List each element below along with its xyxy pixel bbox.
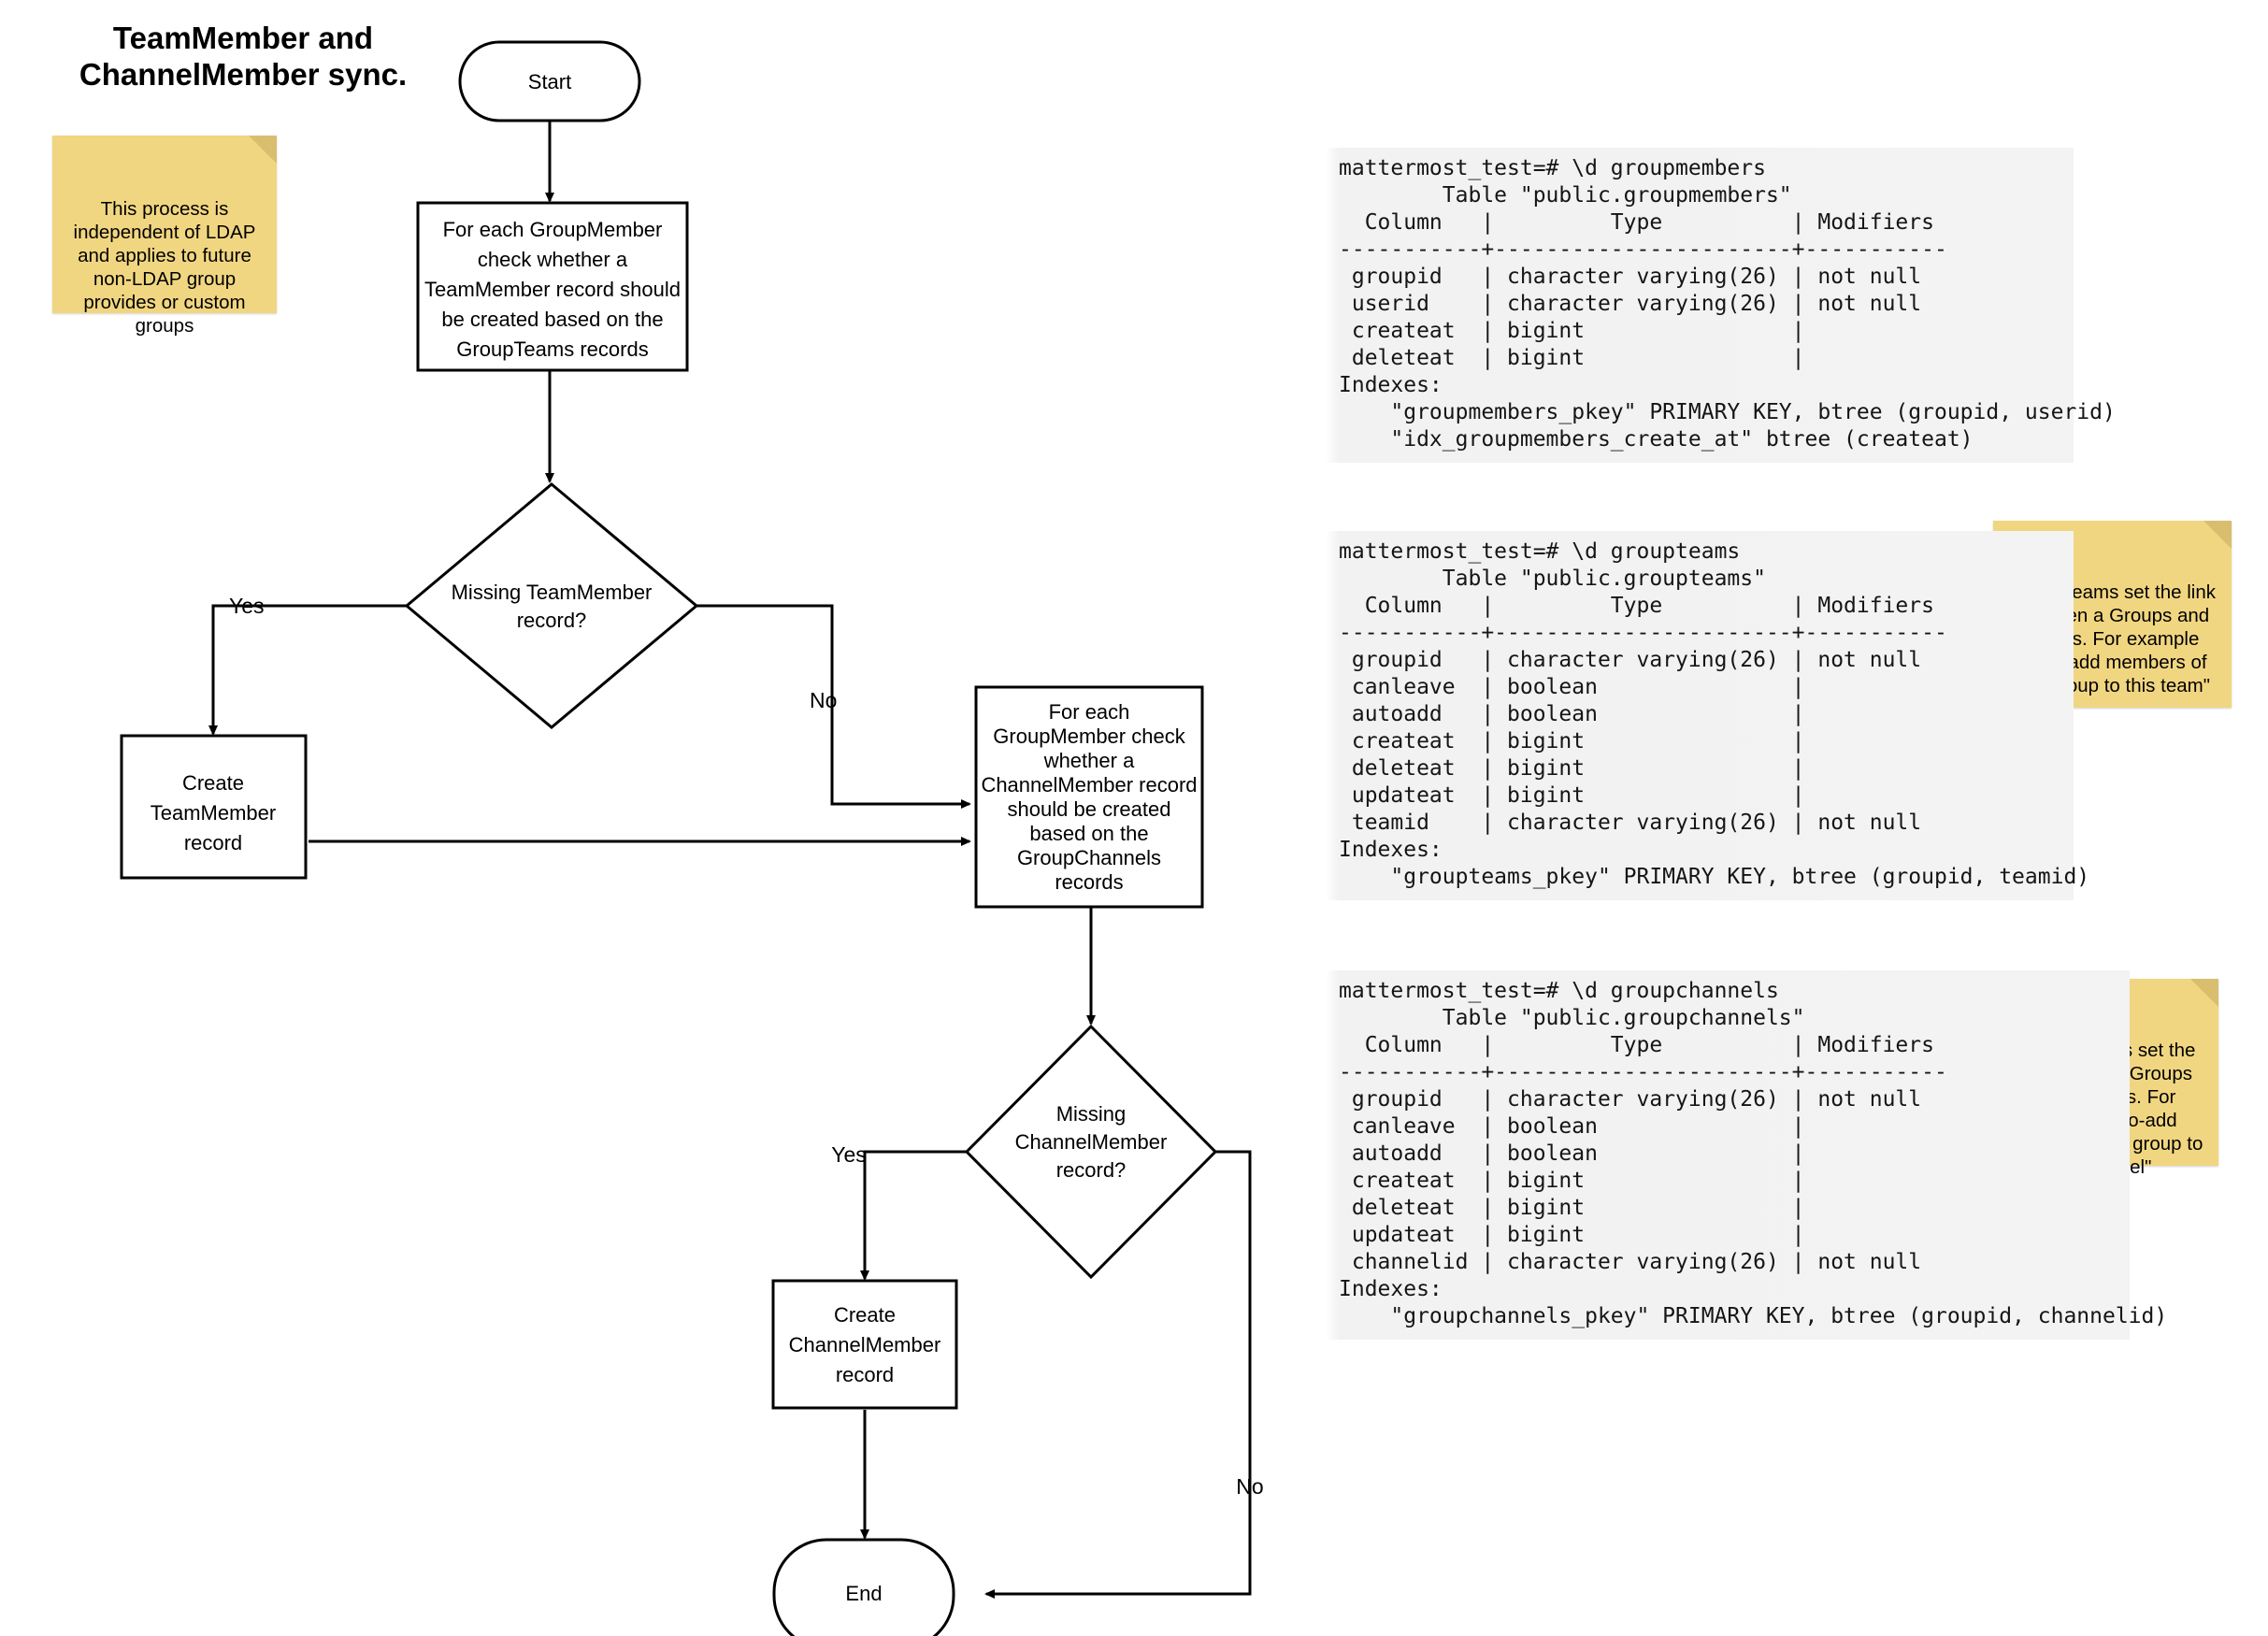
flowchart: Start For each GroupMember check whether…	[120, 40, 1264, 1636]
edge-decision-channelmember-no	[984, 1150, 1252, 1599]
node-process-channelmember-line-6: GroupChannels	[1017, 846, 1161, 869]
node-create-teammember-line-2: record	[184, 831, 242, 854]
edge-label-yes-channelmember: Yes	[831, 1142, 867, 1167]
node-end[interactable]: End	[772, 1538, 955, 1636]
node-start-label: Start	[528, 70, 571, 93]
edge-decision-teammember-yes	[208, 604, 425, 736]
node-process-channelmember[interactable]: For each GroupMember check whether a Cha…	[974, 685, 1204, 909]
node-process-teammember-line-4: GroupTeams records	[456, 337, 648, 361]
node-create-channelmember-line-0: Create	[834, 1303, 896, 1327]
node-create-channelmember-line-1: ChannelMember	[789, 1333, 941, 1356]
node-decision-channelmember-line-1: ChannelMember	[1015, 1130, 1168, 1154]
terminal-output-groupmembers: mattermost_test=# \d groupmembers Table …	[1326, 148, 2116, 463]
sticky-note-ldap: This process is independent of LDAP and …	[52, 136, 277, 337]
node-create-channelmember[interactable]: Create ChannelMember record	[771, 1279, 958, 1410]
page-title: TeamMember and ChannelMember sync.	[79, 21, 408, 92]
node-process-teammember[interactable]: For each GroupMember check whether a Tea…	[416, 201, 689, 372]
node-process-channelmember-line-0: For each	[1049, 700, 1130, 724]
node-process-channelmember-line-7: records	[1055, 870, 1123, 894]
note-fold-corner-icon	[2203, 521, 2232, 549]
edge-decision-channelmember-yes	[860, 1150, 969, 1281]
node-end-label: End	[845, 1582, 882, 1605]
node-process-teammember-line-2: TeamMember record should	[424, 278, 681, 301]
node-process-channelmember-line-4: should be created	[1008, 797, 1171, 821]
node-create-teammember-line-0: Create	[182, 771, 244, 795]
node-decision-teammember-line-1: record?	[517, 609, 587, 632]
edge-label-no-teammember: No	[810, 688, 837, 712]
node-process-teammember-line-1: check whether a	[478, 248, 628, 271]
note-fold-corner-icon	[2190, 979, 2218, 1007]
sticky-note-ldap-text: This process is independent of LDAP and …	[73, 198, 256, 337]
node-create-channelmember-line-2: record	[836, 1363, 894, 1386]
node-process-teammember-line-0: For each GroupMember	[443, 218, 663, 241]
terminal-output-groupteams: mattermost_test=# \d groupteams Table "p…	[1326, 531, 2089, 900]
node-process-channelmember-line-2: whether a	[1043, 749, 1135, 772]
edge-decision-teammember-no	[694, 604, 971, 809]
node-start[interactable]: Start	[458, 40, 641, 122]
node-decision-teammember-line-0: Missing TeamMember	[452, 581, 653, 604]
node-decision-channelmember-line-2: record?	[1056, 1158, 1127, 1182]
node-process-channelmember-line-5: based on the	[1029, 822, 1148, 845]
node-create-teammember[interactable]: Create TeamMember record	[120, 734, 308, 880]
node-create-teammember-line-1: TeamMember	[151, 801, 276, 825]
terminal-output-groupchannels: mattermost_test=# \d groupchannels Table…	[1326, 970, 2167, 1340]
node-process-teammember-line-3: be created based on the	[441, 308, 663, 331]
node-decision-channelmember-line-0: Missing	[1056, 1102, 1127, 1126]
node-process-channelmember-line-3: ChannelMember record	[981, 773, 1197, 796]
node-process-channelmember-line-1: GroupMember check	[993, 725, 1185, 748]
node-decision-teammember[interactable]: Missing TeamMember record?	[404, 482, 699, 729]
edge-label-yes-teammember: Yes	[229, 594, 265, 618]
node-decision-channelmember[interactable]: Missing ChannelMember record?	[964, 1024, 1218, 1280]
edge-label-no-channelmember: No	[1236, 1474, 1263, 1499]
